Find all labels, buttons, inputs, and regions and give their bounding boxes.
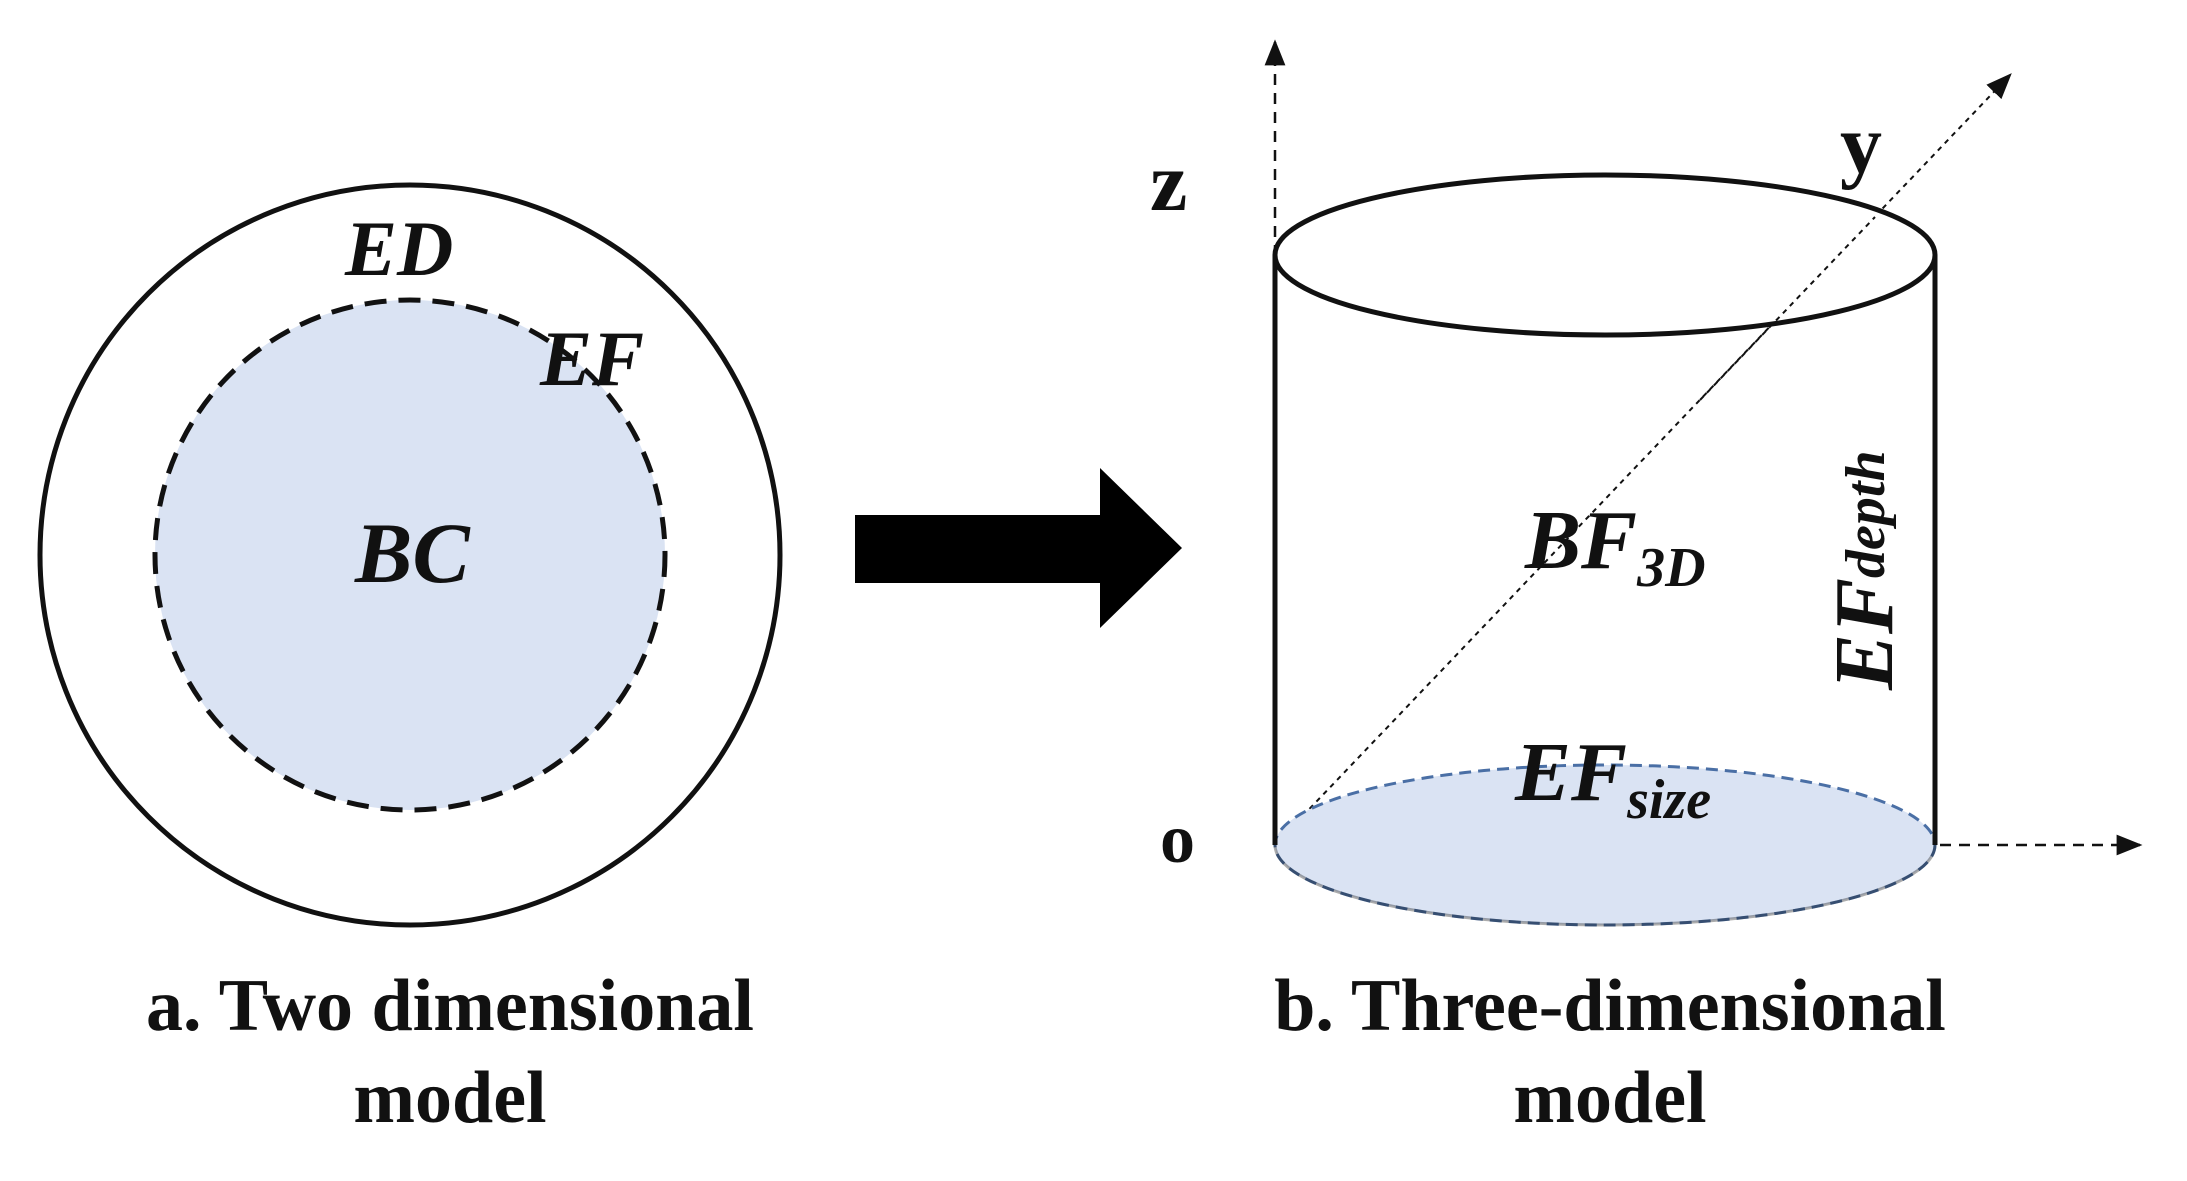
y-axis (1274, 73, 2012, 846)
cylinder-base-front-edge (1273, 844, 1937, 927)
caption-three-dimensional: b. Three-dimensional model (1220, 960, 2000, 1144)
axis-label-y: y (1840, 98, 1882, 191)
label-ef: EF (539, 315, 644, 402)
label-ef-depth-sub: depth (1835, 450, 1897, 578)
origin-label-o: o (1160, 801, 1195, 878)
caption-a-line1: a. Two dimensional (146, 965, 754, 1047)
label-bf-sub: 3D (1636, 537, 1705, 599)
caption-b-line2: model (1513, 1057, 1707, 1139)
caption-a-line2: model (353, 1057, 547, 1139)
label-bf-3d: BF3D (1524, 494, 1706, 599)
caption-two-dimensional: a. Two dimensional model (60, 960, 840, 1144)
panel-b: z y o BF3D EFsize EFdepth (1150, 39, 2143, 927)
core-circle-bc (152, 297, 668, 813)
label-ef-size-main: EF (1514, 726, 1627, 819)
y-axis-over-top (1699, 216, 1876, 401)
label-ed: ED (344, 205, 453, 292)
outer-circle-ed (37, 182, 783, 928)
label-ef-size: EFsize (1514, 726, 1711, 831)
caption-b-line1: b. Three-dimensional (1274, 965, 1946, 1047)
label-bf-main: BF (1524, 494, 1637, 587)
cylinder-top (1272, 172, 1938, 338)
right-arrow-icon (855, 468, 1182, 628)
axis-label-z: z (1150, 136, 1187, 229)
label-ef-depth: EFdepth (1818, 450, 1911, 691)
label-bc: BC (354, 505, 471, 601)
label-ef-size-sub: size (1626, 769, 1711, 831)
panel-a: ED EF BC (37, 182, 783, 928)
label-ef-depth-main: EF (1818, 578, 1911, 691)
